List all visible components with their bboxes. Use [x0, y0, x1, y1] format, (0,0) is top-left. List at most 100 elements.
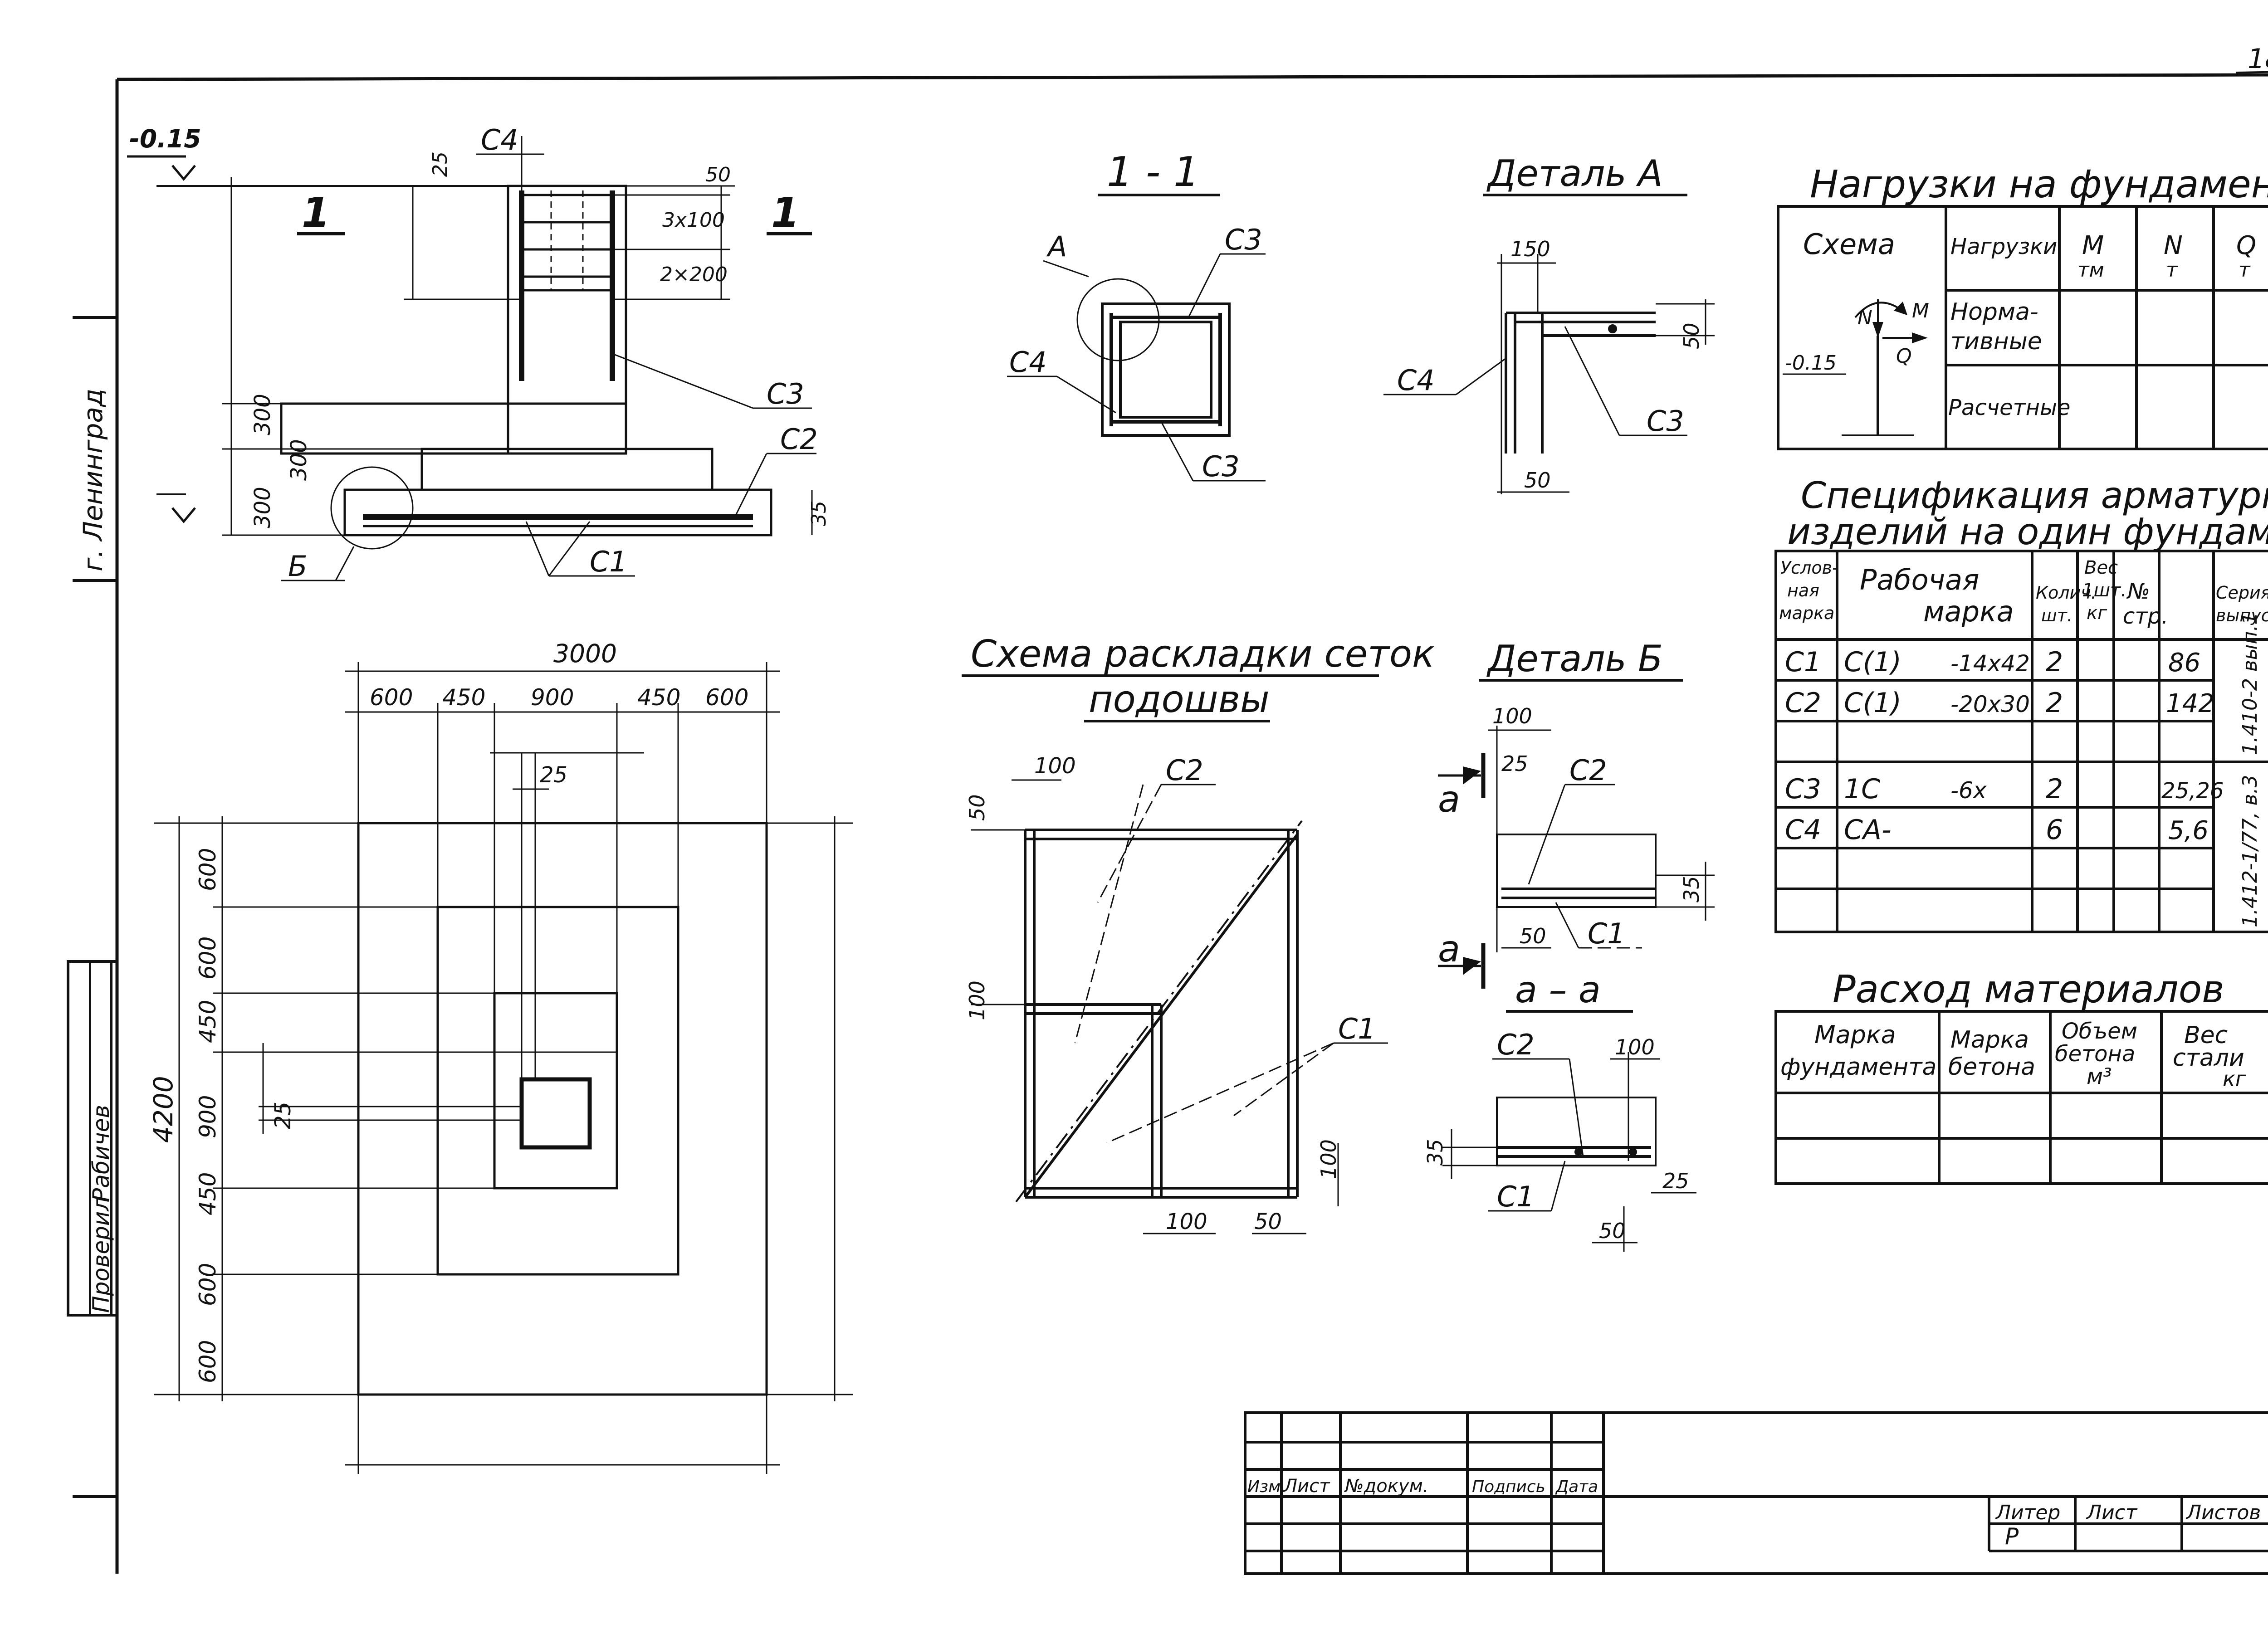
city-label: г. Ленинград [78, 389, 108, 571]
section-a-a: а – а С2 100 35 25 С1 50 [1423, 969, 1696, 1252]
section-a-a-title: а – а [1515, 969, 1601, 1011]
loads-header-q: Q [2236, 231, 2256, 260]
detail-b-dim-50: 50 [1520, 924, 1546, 948]
plan-dim-25-left: 25 [270, 1102, 296, 1129]
detail-b-dim-35: 35 [1679, 876, 1704, 902]
title-block: Изм. Лист №докум. Подпись Дата Литер Лис… [1244, 1411, 2268, 1575]
label-c2: С2 [780, 423, 818, 456]
spec-cell-qty: 2 [2046, 773, 2063, 805]
spec-row: С1 С(1) -14х42 2 86 [1785, 646, 2200, 678]
tb-list: Лист [2086, 1501, 2138, 1524]
spec-h-wt-3: кг [2087, 603, 2107, 624]
dim-300-a: 300 [250, 394, 275, 435]
spec-cell-mark: С1 [1785, 646, 1821, 678]
spec-cell-page: 142 [2166, 689, 2214, 718]
level-mark-top: -0.15 [129, 124, 201, 153]
spec-h-page-2: стр. [2123, 604, 2168, 629]
loads-scheme-m: M [1912, 299, 1929, 322]
materials-h2-line2: бетона [1948, 1053, 2035, 1081]
label-a: А [1046, 230, 1067, 263]
spec-cell-mark: С3 [1785, 773, 1821, 805]
spec-cell-page: 25,26 [2161, 778, 2224, 804]
mesh-dim-50-left: 50 [965, 794, 989, 821]
spec-cell-work: С(1) [1844, 646, 1901, 678]
plan-dim-left-600-c: 600 [195, 1263, 221, 1306]
materials-h1-line1: Марка [1814, 1020, 1896, 1049]
mesh-layout-scheme: Схема раскладки сеток подошвы 100 50 100… [962, 633, 1435, 1234]
plan-dim-left-450-b: 450 [195, 1172, 221, 1215]
loads-row-design: Расчетные [1948, 395, 2070, 420]
spec-cell-qty: 2 [2046, 646, 2063, 678]
label-c1: С1 [590, 545, 627, 578]
mesh-dim-50-bottom: 50 [1254, 1209, 1282, 1234]
label-c3-upper: С3 [1225, 223, 1262, 256]
loads-row-normative-1: Норма- [1950, 298, 2038, 326]
spec-h-page-1: № [2126, 579, 2150, 604]
materials-h3-line2: бетона [2055, 1041, 2135, 1067]
materials-table: Расход материалов Марка фундамента Марка… [1774, 967, 2268, 1185]
spec-row: С3 1С -6х 2 25,26 [1785, 773, 2224, 805]
materials-h4-line1: Вес [2184, 1022, 2228, 1049]
loads-unit-m: тм [2077, 258, 2104, 282]
section-a-a-dim-50: 50 [1599, 1219, 1626, 1243]
spec-cell-size: -14х42 [1950, 650, 2030, 677]
page-number: 18 [2248, 43, 2268, 75]
materials-h4-line2: стали [2173, 1044, 2244, 1072]
mesh-label-c2: С2 [1166, 754, 1203, 787]
spec-series-2: 1.412-1/77, в.3 [2239, 775, 2262, 927]
foundation-section: -0.15 1 1 300 300 300 [127, 123, 831, 583]
dim-3x100: 3х100 [662, 209, 725, 232]
detail-a: Деталь А 150 50 С4 С3 50 [1383, 152, 1715, 494]
stamp-worker: Рабичев [88, 1105, 114, 1202]
plan-dim-900: 900 [531, 684, 574, 711]
loads-scheme-n: N [1857, 306, 1872, 329]
materials-h3-line3: м³ [2087, 1064, 2112, 1089]
spec-h-wt-1: Вес [2084, 557, 2118, 578]
label-c4-section: С4 [1009, 346, 1047, 379]
loads-header-n: N [2164, 231, 2183, 260]
cut-mark-left: 1 [302, 189, 330, 237]
materials-h3-line1: Объем [2062, 1019, 2137, 1044]
tb-col-doc: №докум. [1344, 1476, 1428, 1497]
stamp-checked: Проверил [88, 1197, 114, 1313]
loads-header-scheme: Схема [1803, 228, 1895, 261]
spec-cell-mark: С4 [1785, 814, 1821, 846]
label-c4-top: С4 [481, 123, 518, 156]
plan-dim-left-900: 900 [195, 1095, 221, 1138]
detail-a-label-c4: С4 [1397, 364, 1435, 397]
spec-h-work-1: Рабочая [1860, 563, 1979, 596]
detail-b-dim-25: 25 [1501, 751, 1528, 776]
tb-liter: Литер [1995, 1501, 2060, 1524]
detail-b-section-mark-top: а [1438, 778, 1460, 820]
spec-cell-work: 1С [1844, 773, 1880, 805]
dim-25: 25 [429, 151, 452, 177]
spec-h-work-2: марка [1923, 595, 2014, 628]
spec-cell-size: -6х [1950, 777, 1987, 804]
mesh-dim-100-bottom: 100 [1166, 1209, 1207, 1234]
plan-dim-4200: 4200 [148, 1076, 179, 1143]
detail-b-dim-100: 100 [1492, 704, 1532, 728]
spec-cell-work: С(1) [1844, 687, 1901, 719]
spec-h-mark-1: Услов- [1780, 558, 1838, 578]
spec-cell-mark: С2 [1785, 687, 1821, 719]
loads-row-normative-2: тивные [1950, 328, 2042, 355]
materials-title: Расход материалов [1833, 967, 2224, 1011]
section-a-a-label-c2: С2 [1497, 1028, 1535, 1061]
plan-dim-left-600-a: 600 [195, 848, 221, 891]
mesh-dim-100-top: 100 [1034, 753, 1076, 779]
spec-cell-qty: 2 [2046, 687, 2063, 719]
label-c3-lower: С3 [1202, 450, 1240, 483]
spec-h-mark-3: марка [1779, 603, 1834, 623]
spec-cell-page: 86 [2168, 648, 2200, 678]
spec-cell-qty: 6 [2046, 814, 2063, 846]
detail-b-title: Деталь Б [1486, 638, 1663, 680]
dim-300-b: 300 [286, 439, 312, 481]
spec-h-wt-2: 1шт. [2082, 580, 2126, 601]
spec-h-series-2: выпуск [2216, 605, 2268, 625]
tb-col-izm: Изм. [1247, 1478, 1286, 1496]
dim-50: 50 [705, 163, 731, 186]
plan-dim-25-top: 25 [540, 762, 567, 788]
plan-dim-450-b: 450 [637, 684, 680, 711]
detail-a-title: Деталь А [1486, 152, 1663, 195]
mesh-label-c1: С1 [1338, 1012, 1376, 1045]
